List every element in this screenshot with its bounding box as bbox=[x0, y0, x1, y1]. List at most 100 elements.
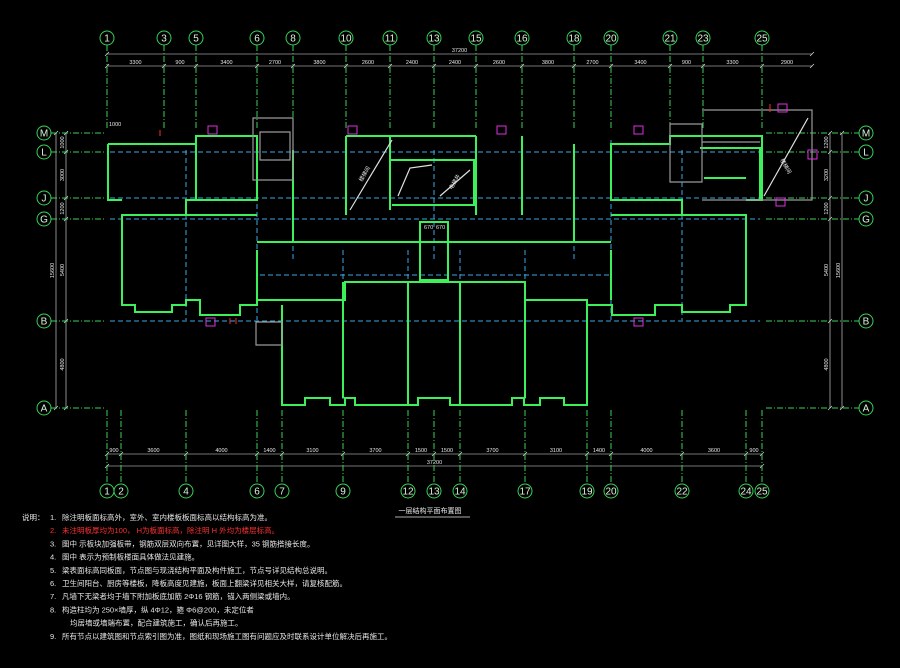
stair-hatches bbox=[349, 117, 809, 211]
grid-label-bottom: 25 bbox=[756, 487, 768, 498]
grid-bubble-right bbox=[858, 313, 874, 329]
grid-bubble-bottom bbox=[426, 483, 442, 499]
small-dim-mark: 1000 bbox=[109, 122, 121, 128]
note-text: 未注明板厚均为100， H为板面标高，除注明 H 外均为楼层标高。 bbox=[62, 525, 279, 535]
top-segment-dim-label: 2700 bbox=[586, 60, 598, 66]
grid-label-top: 8 bbox=[290, 34, 296, 45]
grid-bubble-right bbox=[858, 125, 874, 141]
notes-heading: 说明： bbox=[22, 512, 45, 522]
note-number: 8. bbox=[50, 605, 56, 614]
note-text: 卫生间阳台、厨房等楼板，降板高度见建施，板面上翻梁详见相关大样，请复核配筋。 bbox=[62, 578, 347, 588]
grid-bubble-right bbox=[858, 144, 874, 160]
grid-label-right: B bbox=[863, 317, 870, 328]
left-segment-dim-label: 5400 bbox=[60, 264, 66, 276]
grid-label-top: 16 bbox=[516, 34, 528, 45]
note-number: 1. bbox=[50, 513, 56, 522]
top-segment-dim-tick bbox=[608, 63, 614, 69]
grid-label-bottom: 7 bbox=[279, 487, 285, 498]
design-notes: 说明：1.除注明板面标高外，室外、室内楼板板面标高以结构标高为准。2.未注明板厚… bbox=[22, 512, 392, 641]
grid-bubble-bottom bbox=[579, 483, 595, 499]
drawing-title: 一层结构平面布置图 bbox=[399, 506, 462, 515]
grid-bubble-left bbox=[36, 125, 52, 141]
grid-label-left: L bbox=[41, 148, 47, 159]
bottom-segment-dim-label: 3600 bbox=[147, 448, 159, 454]
top-segment-dim-tick bbox=[667, 63, 673, 69]
grid-bubble-bottom bbox=[754, 483, 770, 499]
grid-label-bottom: 17 bbox=[519, 487, 531, 498]
grid-bubble-top bbox=[603, 30, 619, 46]
grid-label-right: M bbox=[862, 129, 870, 140]
partition-walls bbox=[252, 109, 813, 346]
grid-label-bottom: 22 bbox=[676, 487, 688, 498]
right-segment-dim-label: 3200 bbox=[824, 169, 830, 181]
grid-label-left: G bbox=[40, 215, 48, 226]
note-text: 除注明板面标高外，室外、室内楼板板面标高以结构标高为准。 bbox=[62, 512, 272, 522]
grid-bubble-top bbox=[754, 30, 770, 46]
grid-label-left: J bbox=[42, 194, 47, 205]
left-segment-dim-label: 1200 bbox=[60, 202, 66, 214]
grid-bubble-right bbox=[858, 400, 874, 416]
top-segment-dim-tick bbox=[519, 63, 525, 69]
grid-bubble-bottom bbox=[335, 483, 351, 499]
top-segment-dim-label: 3800 bbox=[542, 60, 554, 66]
right-segment-dim-label: 1200 bbox=[824, 136, 830, 148]
grid-bubble-top bbox=[285, 30, 301, 46]
top-segment-dim-label: 2600 bbox=[493, 60, 505, 66]
grid-label-top: 23 bbox=[697, 34, 709, 45]
grid-label-top: 5 bbox=[193, 34, 199, 45]
grid-label-right: J bbox=[864, 194, 869, 205]
grid-label-top: 21 bbox=[664, 34, 676, 45]
top-segment-dim-tick bbox=[473, 63, 479, 69]
bottom-segment-dim-label: 3700 bbox=[486, 448, 498, 454]
grid-bubble-bottom bbox=[738, 483, 754, 499]
grid-label-bottom: 6 bbox=[254, 487, 260, 498]
grid-bubble-top bbox=[695, 30, 711, 46]
grid-bubble-top bbox=[99, 30, 115, 46]
grid-label-right: A bbox=[863, 404, 870, 415]
top-segment-dim-tick bbox=[343, 63, 349, 69]
right-segment-dim-label: 1200 bbox=[824, 202, 830, 214]
left-segment-dim-label: 3000 bbox=[60, 169, 66, 181]
grid-label-top: 11 bbox=[385, 34, 396, 45]
grid-bubble-top bbox=[156, 30, 172, 46]
grid-bubble-bottom bbox=[517, 483, 533, 499]
top-segment-dim-label: 2400 bbox=[406, 60, 418, 66]
warning-ticks bbox=[159, 104, 771, 324]
top-segment-dim-label: 2600 bbox=[362, 60, 374, 66]
grid-bubble-left bbox=[36, 313, 52, 329]
note-number: 5. bbox=[50, 566, 56, 575]
column-markers bbox=[205, 103, 818, 327]
top-segment-dim-tick bbox=[161, 63, 167, 69]
right-segment-dim-label: 5400 bbox=[824, 264, 830, 276]
grid-bubble-bottom bbox=[113, 483, 129, 499]
right-total-dim-label: 15600 bbox=[836, 263, 842, 278]
bottom-segment-dim-label: 3600 bbox=[708, 448, 720, 454]
grid-label-bottom: 20 bbox=[605, 487, 617, 498]
grid-label-bottom: 14 bbox=[454, 487, 466, 498]
grid-label-top: 6 bbox=[254, 34, 260, 45]
grid-bubble-left bbox=[36, 144, 52, 160]
grid-bubble-left bbox=[36, 211, 52, 227]
top-segment-dim-tick bbox=[193, 63, 199, 69]
grid-label-left: M bbox=[40, 129, 48, 140]
right-segment-dim-label: 4800 bbox=[824, 358, 830, 370]
grid-bubble-top bbox=[249, 30, 265, 46]
note-text: 凡墙下无梁者均于墙下附加板底加筋 2Φ16 钢筋，锚入两侧梁或墙内。 bbox=[62, 591, 295, 601]
note-number: 3. bbox=[50, 539, 56, 548]
note-text: 图中 示板块加强板带，钢筋双层双向布置，见详图大样，35 钢筋搭接长度。 bbox=[62, 538, 315, 548]
grid-bubble-top bbox=[338, 30, 354, 46]
top-segment-dim-tick bbox=[290, 63, 296, 69]
note-text: 梁表面标高同板面，节点图与现浇结构平面及构件施工，节点号详见结构总说明。 bbox=[62, 565, 332, 575]
shear-walls bbox=[107, 135, 763, 406]
grid-bubble-right bbox=[858, 211, 874, 227]
grid-label-left: A bbox=[41, 404, 48, 415]
bottom-segment-dim-label: 900 bbox=[109, 448, 118, 454]
grid-label-top: 10 bbox=[340, 34, 352, 45]
grid-label-top: 18 bbox=[568, 34, 580, 45]
bottom-segment-dim-label: 3100 bbox=[306, 448, 318, 454]
note-text: 所有节点以建筑图和节点索引图为准，图纸和现场施工图有问题应及时联系设计单位解决后… bbox=[62, 631, 392, 641]
grid-bubble-left bbox=[36, 400, 52, 416]
bottom-segment-dim-label: 1400 bbox=[593, 448, 605, 454]
